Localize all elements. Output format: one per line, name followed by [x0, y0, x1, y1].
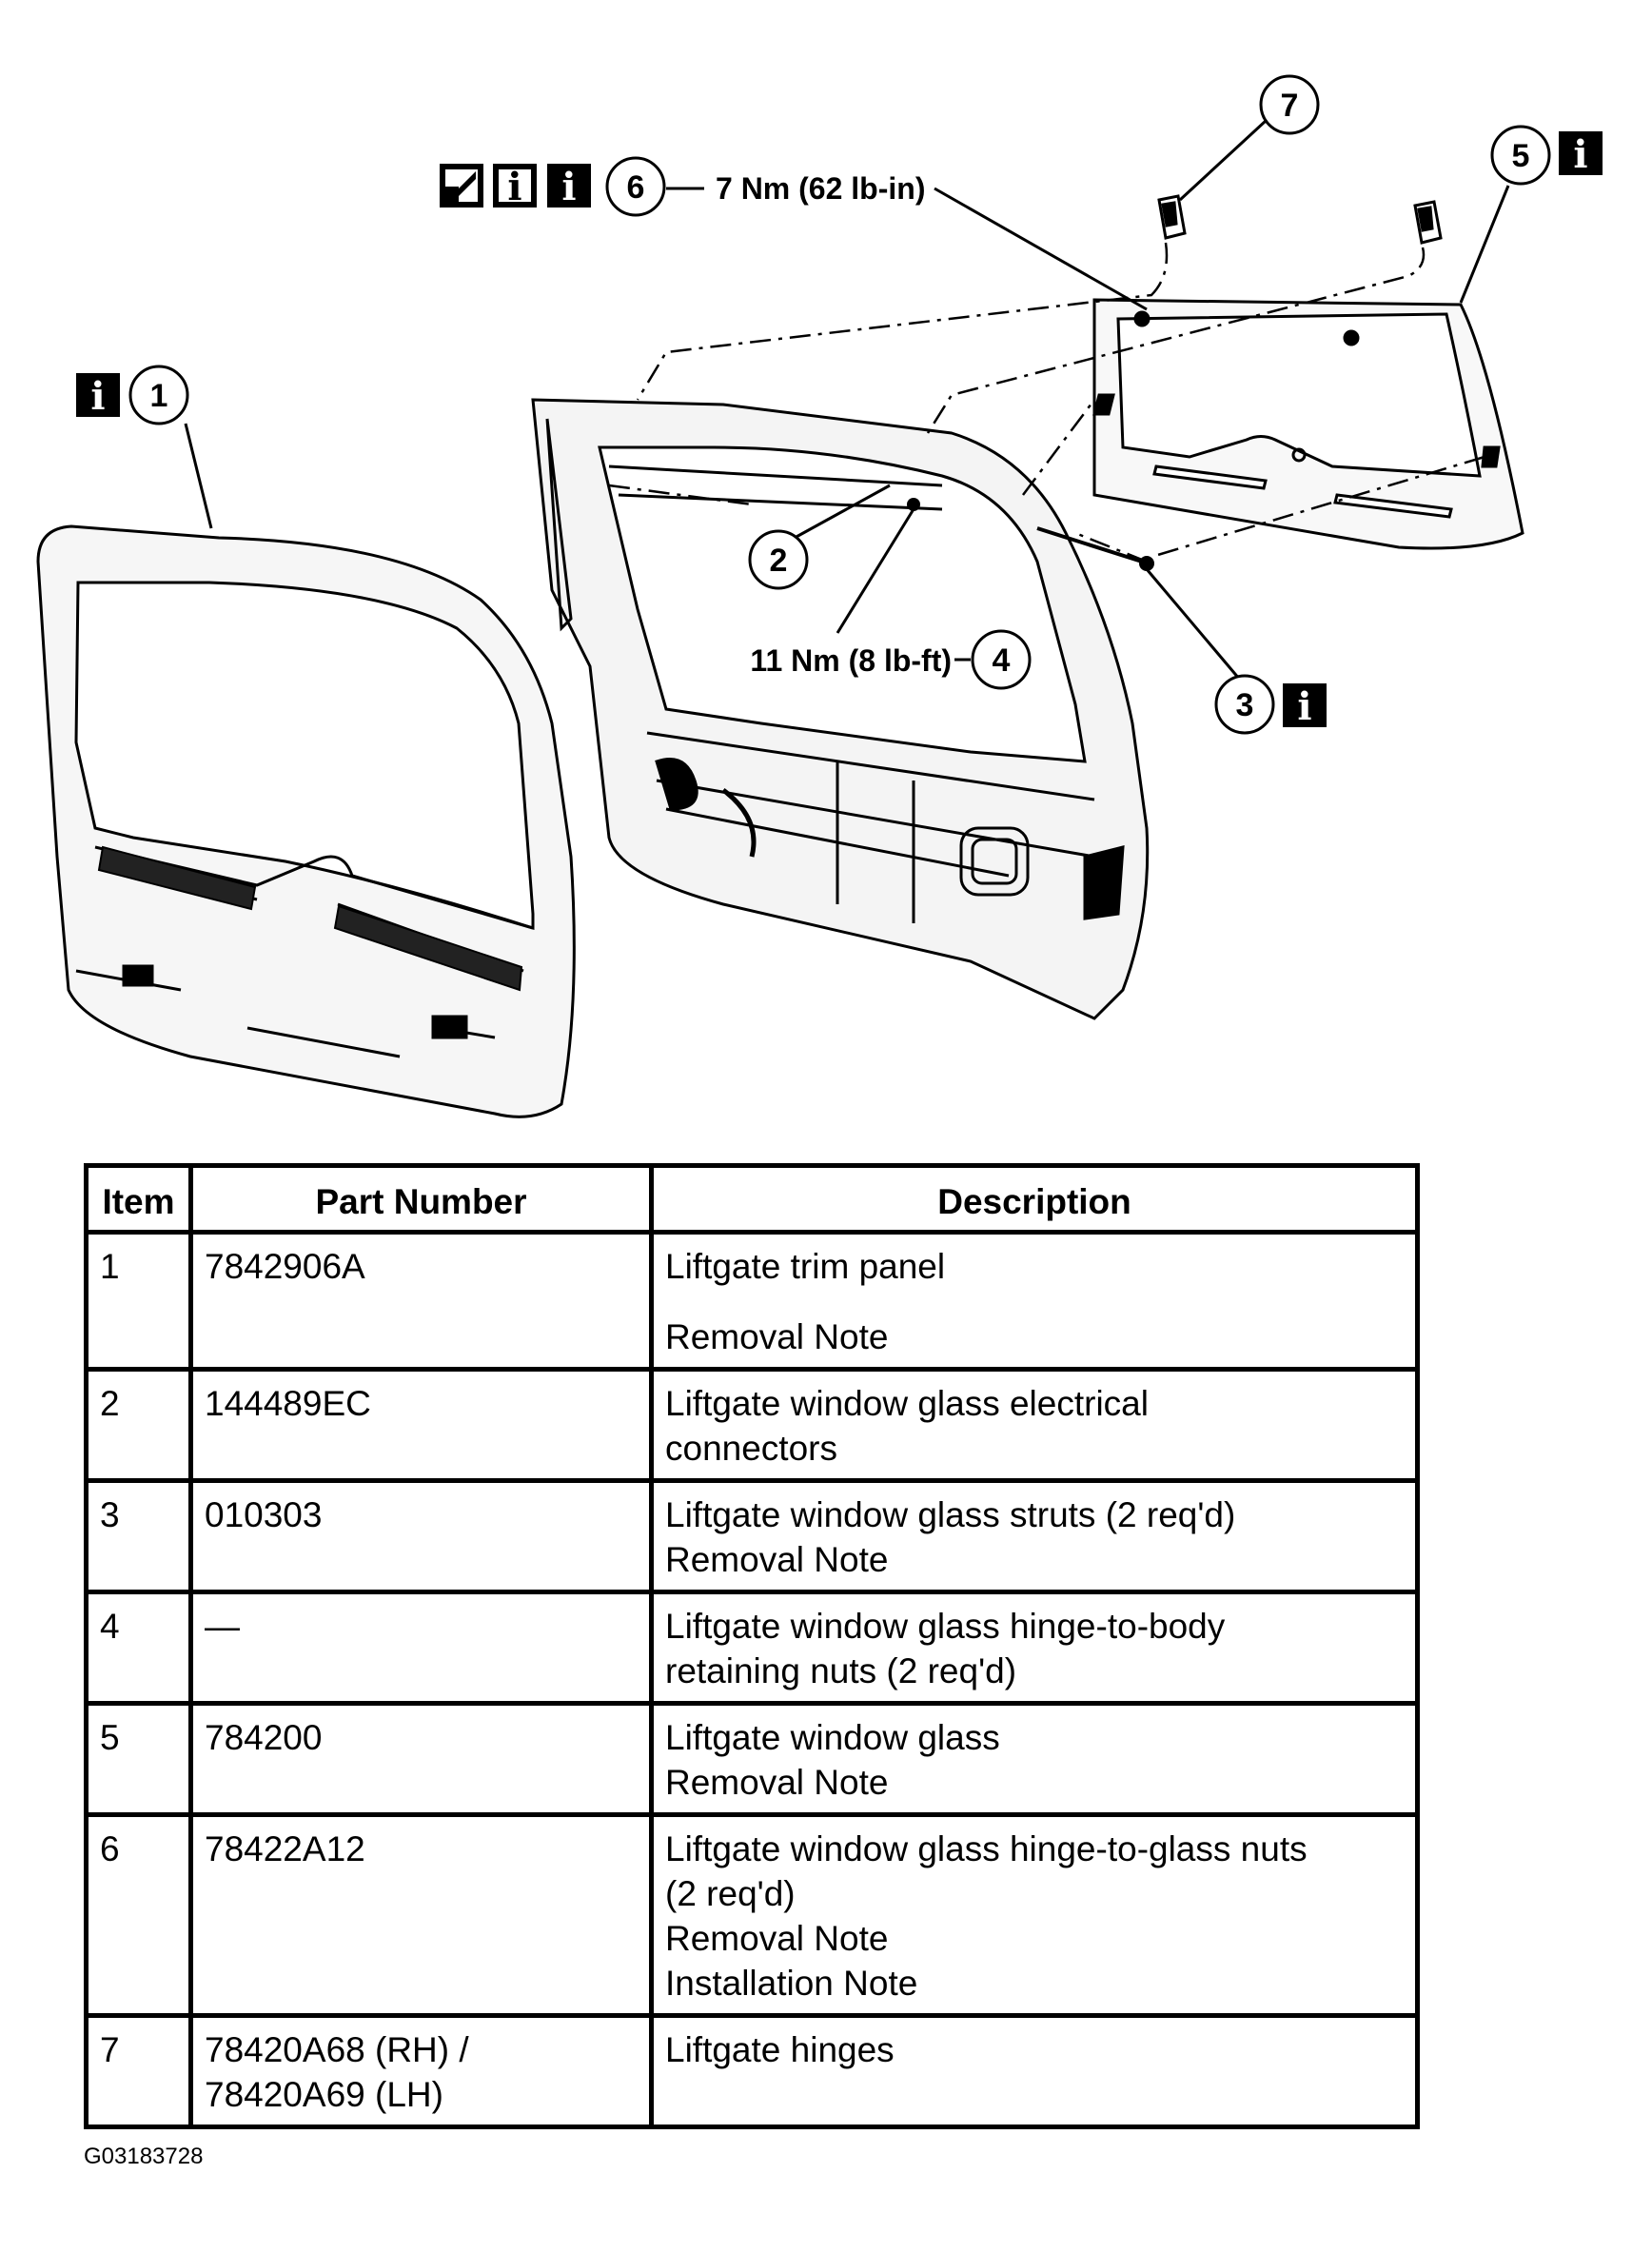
callout-number: 7: [1281, 88, 1299, 124]
liftgate-door-frame: [531, 398, 1150, 1020]
info-symbol: i: [1573, 132, 1587, 177]
description-cell: Liftgate window glass hinge-to-body reta…: [649, 1590, 1420, 1706]
exploded-view-diagram: i i i i i 1 2 3 4 5 6 7: [36, 74, 1603, 1118]
description-cell: Liftgate window glass struts (2 req'd) R…: [649, 1478, 1420, 1594]
torque-label-item-6: 7 Nm (62 lb-in): [716, 171, 925, 206]
header-item: Item: [84, 1163, 193, 1235]
callout-7: 7: [1259, 74, 1320, 135]
callout-number: 5: [1512, 138, 1530, 174]
description-line: Liftgate hinges: [665, 2030, 895, 2069]
info-symbol: i: [1297, 684, 1311, 729]
table-row: 1 7842906A Liftgate trim panel Removal N…: [84, 1230, 1420, 1372]
part-number-cell: —: [188, 1590, 654, 1706]
liftgate-trim-panel: [36, 524, 576, 1118]
item-cell: 4: [84, 1590, 193, 1706]
header-part-number: Part Number: [188, 1163, 654, 1235]
info-icon: i: [547, 164, 591, 209]
info-symbol: i: [90, 374, 105, 419]
part-number-cell: 7842906A: [188, 1230, 654, 1372]
special-tool-icon: [440, 164, 483, 208]
callout-2: 2: [748, 529, 809, 590]
description-line: (2 req'd): [665, 1874, 796, 1913]
liftgate-window-strut: [1036, 526, 1154, 571]
part-number-cell: 010303: [188, 1478, 654, 1594]
trim-panel-vent-left: [97, 845, 257, 911]
item-cell: 7: [84, 2013, 193, 2129]
liftgate-hinge-left: [1157, 194, 1187, 240]
callout-1: 1: [128, 365, 189, 425]
callout-3: 3: [1214, 674, 1275, 735]
callout-number: 1: [150, 378, 168, 414]
table-row: 3 010303 Liftgate window glass struts (2…: [84, 1478, 1420, 1594]
callout-number: 3: [1236, 687, 1254, 723]
trim-panel-vent-right: [333, 904, 523, 992]
torque-label-item-4: 11 Nm (8 lb-ft): [750, 643, 952, 678]
info-icon: i: [76, 373, 120, 419]
removal-note-link[interactable]: Removal Note: [665, 1540, 889, 1579]
callout-6: 6: [605, 156, 666, 217]
description-cell: Liftgate window glass Removal Note: [649, 1701, 1420, 1817]
info-icon: i: [1559, 131, 1603, 177]
table-row: 6 78422A12 Liftgate window glass hinge-t…: [84, 1812, 1420, 2018]
liftgate-hinge-right: [1413, 200, 1443, 245]
part-number: 78420A69 (LH): [205, 2075, 443, 2114]
item-cell: 6: [84, 1812, 193, 2018]
description-line: Liftgate window glass: [665, 1718, 1000, 1757]
part-number-cell: 78422A12: [188, 1812, 654, 2018]
installation-note-link[interactable]: Installation Note: [665, 1964, 918, 2003]
callout-leader-lines: [184, 119, 1510, 686]
description-line: connectors: [665, 1429, 837, 1468]
info-icon-outline: i: [493, 164, 537, 209]
table-row: 5 784200 Liftgate window glass Removal N…: [84, 1701, 1420, 1817]
description-cell: Liftgate window glass hinge-to-glass nut…: [649, 1812, 1420, 2018]
liftgate-window-glass: [1092, 298, 1524, 550]
item-cell: 3: [84, 1478, 193, 1594]
part-number: 144489EC: [205, 1384, 371, 1423]
removal-note-link[interactable]: Removal Note: [665, 1317, 889, 1356]
table-row: 4 — Liftgate window glass hinge-to-body …: [84, 1590, 1420, 1706]
description-cell: Liftgate hinges: [649, 2013, 1420, 2129]
item-cell: 5: [84, 1701, 193, 1817]
item-cell: 1: [84, 1230, 193, 1372]
figure-id: G03183728: [84, 2144, 204, 2169]
callout-number: 4: [993, 642, 1011, 679]
table-row: 7 78420A68 (RH) / 78420A69 (LH) Liftgate…: [84, 2013, 1420, 2129]
part-number: 7842906A: [205, 1247, 365, 1286]
hinge-to-body-nut: [907, 498, 920, 511]
part-number-cell: 144489EC: [188, 1367, 654, 1483]
part-number: 784200: [205, 1718, 323, 1757]
part-number: —: [205, 1607, 240, 1646]
callout-number: 2: [770, 543, 788, 579]
description-cell: Liftgate window glass electrical connect…: [649, 1367, 1420, 1483]
part-number: 78422A12: [205, 1829, 365, 1868]
exploded-assembly-lines: [608, 242, 1485, 563]
description-line: Liftgate window glass hinge-to-glass nut…: [665, 1829, 1308, 1868]
callout-5: 5: [1490, 125, 1551, 186]
part-number-cell: 78420A68 (RH) / 78420A69 (LH): [188, 2013, 654, 2129]
description-line: Liftgate trim panel: [665, 1247, 946, 1286]
removal-note-link[interactable]: Removal Note: [665, 1919, 889, 1958]
table-row: 2 144489EC Liftgate window glass electri…: [84, 1367, 1420, 1483]
removal-note-link[interactable]: Removal Note: [665, 1763, 889, 1802]
description-cell: Liftgate trim panel Removal Note: [649, 1230, 1420, 1372]
parts-table: Item Part Number Description 1 7842906A …: [84, 1163, 1420, 2129]
callout-number: 6: [627, 169, 645, 206]
header-description: Description: [649, 1163, 1420, 1235]
description-line: Liftgate window glass hinge-to-body: [665, 1607, 1226, 1646]
description-line: Liftgate window glass electrical: [665, 1384, 1149, 1423]
part-number: 78420A68 (RH) /: [205, 2030, 469, 2069]
callout-4: 4: [971, 629, 1032, 690]
description-line: retaining nuts (2 req'd): [665, 1651, 1017, 1690]
table-header-row: Item Part Number Description: [84, 1163, 1420, 1235]
spacer: [665, 1289, 1404, 1314]
info-symbol: i: [507, 165, 521, 209]
description-line: Liftgate window glass struts (2 req'd): [665, 1495, 1236, 1534]
part-number-cell: 784200: [188, 1701, 654, 1817]
info-icon: i: [1283, 683, 1327, 729]
info-symbol: i: [561, 165, 576, 209]
part-number: 010303: [205, 1495, 323, 1534]
item-cell: 2: [84, 1367, 193, 1483]
